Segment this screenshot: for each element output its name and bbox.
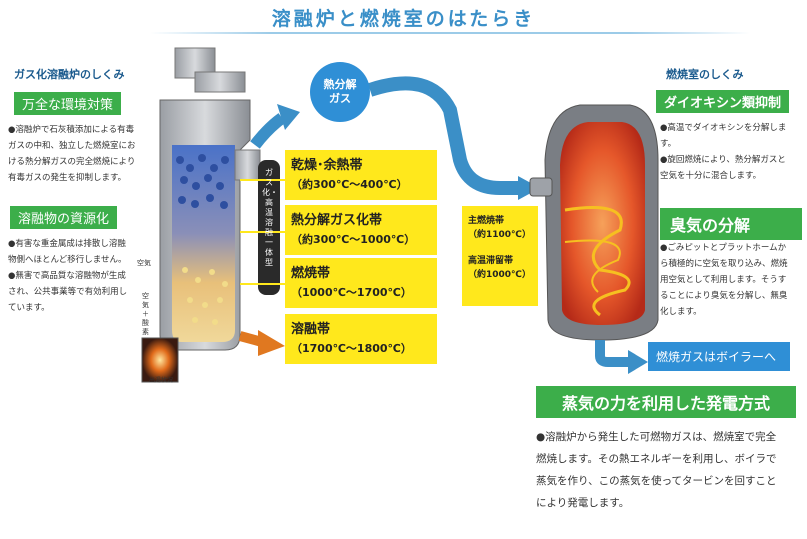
gas-arrow-to-chamber-head [518,176,540,200]
melting-furnace [159,47,280,351]
waste-particles [176,154,229,209]
integral-type-label: ガス化・高温溶融一体型 [262,168,278,267]
zone-melting: 溶融帯 （1700℃〜1800℃） [285,314,437,364]
text-line: ら積極的に空気を取り込み、燃焼 [660,259,788,269]
chamber-zone-range: （約1100℃） [468,230,531,240]
text-line: ることにより臭気を分解し、無臭 [660,291,788,301]
text-line: 化します。 [660,307,702,317]
text-line: ●ごみピットとプラットホームか [660,243,787,253]
zone-range: （1000℃〜1700℃） [291,286,412,299]
zone-title: 乾燥･余熱帯 [291,158,363,173]
melt-resource-text: ●有害な重金属成は排散し溶融 物側へほとんど移行しません。 ●無害で高品質な溶融… [8,236,158,316]
dioxin-tag: ダイオキシン類抑制 [656,90,790,113]
text-line: 有毒ガスの発生を抑制します。 [8,173,127,183]
gas-outlet [234,149,261,181]
page-title: 溶融炉と燃焼室のはたらき [271,8,536,30]
boiler-arrow-head [628,350,648,374]
text-line: ける熱分解ガスの完全燃焼により [8,157,136,167]
feed-chute [194,71,246,93]
text-line: す。 [660,139,677,149]
zone-range: （約300℃〜1000℃） [291,233,416,246]
slag-particles [182,267,228,325]
text-line: 空気を十分に混合します。 [660,171,762,181]
env-measures-tag: 万全な環境対策 [14,92,122,115]
zone-title: 熱分解ガス化帯 [291,213,383,228]
melt-resource-tag: 溶融物の資源化 [10,206,118,229]
gas-arrow-to-chamber [367,76,520,195]
chamber-zone-title: 高温滞留帯 [468,256,514,266]
pyrolysis-gas-label: 熱分解 ガス [322,78,358,106]
power-generation-tag: 蒸気の力を利用した発電方式 [536,386,796,418]
air-label: 空気 [137,259,151,267]
text-line: 蒸気を作り、この蒸気を使ってタービンを回すこと [536,475,777,487]
chamber-zone-title: 主燃焼帯 [468,216,505,226]
chamber-zones: 主燃焼帯 （約1100℃） 高温滞留帯 （約1000℃） [462,206,538,306]
gas-inlet [529,177,553,197]
text-line: ●溶融炉で石灰積添加による有毒 [8,125,135,135]
melt-arrow-head [258,330,285,356]
left-heading: ガス化溶融炉のしくみ [14,68,125,81]
pyrolysis-gas-line: ガス [329,92,351,105]
title-underline [150,32,750,34]
zone-title: 燃焼帯 [291,266,331,281]
env-measures-text: ●溶融炉で石灰積添加による有毒 ガスの中和、独立した燃焼室にお ける熱分解ガスの… [8,122,158,186]
text-line: ●溶融炉から発生した可燃物ガスは、燃焼室で完全 [536,431,777,443]
text-line: ●高温でダイオキシンを分解しま [660,123,787,133]
dioxin-text: ●高温でダイオキシンを分解しま す。 ●旋回燃焼により、熱分解ガスと 空気を十分… [660,120,804,184]
text-line: 用空気として利用します。そうす [660,275,787,285]
slag-caption: 出湯状況 [148,377,173,384]
text-line: され、公共事業等で有効利用し [8,287,128,297]
text-line: ガスの中和、独立した燃焼室にお [8,141,136,151]
swirl-flame-2 [564,239,621,293]
zone-pyrolysis: 熱分解ガス化帯 （約300℃〜1000℃） [285,205,437,255]
zone-range: （約300℃〜400℃） [291,178,408,191]
zone-connectors [240,179,285,285]
right-heading: 燃焼室のしくみ [666,68,744,81]
zone-drying: 乾燥･余熱帯 （約300℃〜400℃） [285,150,437,200]
chamber-zone-range: （約1000℃） [468,270,531,280]
text-line: 物側へほとんど移行しません。 [8,255,127,265]
combustion-chamber [529,104,659,341]
zone-range: （1700℃〜1800℃） [291,342,412,355]
power-generation-text: ●溶融炉から発生した可燃物ガスは、燃焼室で完全 燃焼します。その熱エネルギーを利… [536,426,806,514]
zone-combustion: 燃焼帯 （1000℃〜1700℃） [285,258,437,308]
slag-tapping-photo [141,337,179,383]
text-line: ●無害で高品質な溶融物が生成 [8,271,126,281]
boiler-arrow [595,340,632,367]
text-line: ●旋回燃焼により、熱分解ガスと [660,155,786,165]
text-line: ●有害な重金属成は排散し溶融 [8,239,126,249]
zone-title: 溶融帯 [291,322,331,337]
gas-arrow-up-head [277,104,300,130]
pyrolysis-gas-line: 熱分解 [323,78,357,91]
boiler-tag: 燃焼ガスはボイラーへ [648,342,790,371]
gas-arrow-up [250,113,286,149]
furnace-interior [172,145,235,342]
odor-tag: 臭気の分解 [660,208,802,240]
integral-type-band [258,160,280,295]
pyrolysis-gas-bubble [310,62,370,122]
text-line: ています。 [8,303,50,313]
odor-text: ●ごみピットとプラットホームか ら積極的に空気を取り込み、燃焼 用空気として利用… [660,240,804,320]
air-oxygen-label: 空気＋酸素 [142,292,149,336]
text-line: 燃焼します。その熱エネルギーを利用し、ボイラで [536,453,777,465]
text-line: により発電します。 [536,497,630,509]
chamber-interior [560,122,645,325]
